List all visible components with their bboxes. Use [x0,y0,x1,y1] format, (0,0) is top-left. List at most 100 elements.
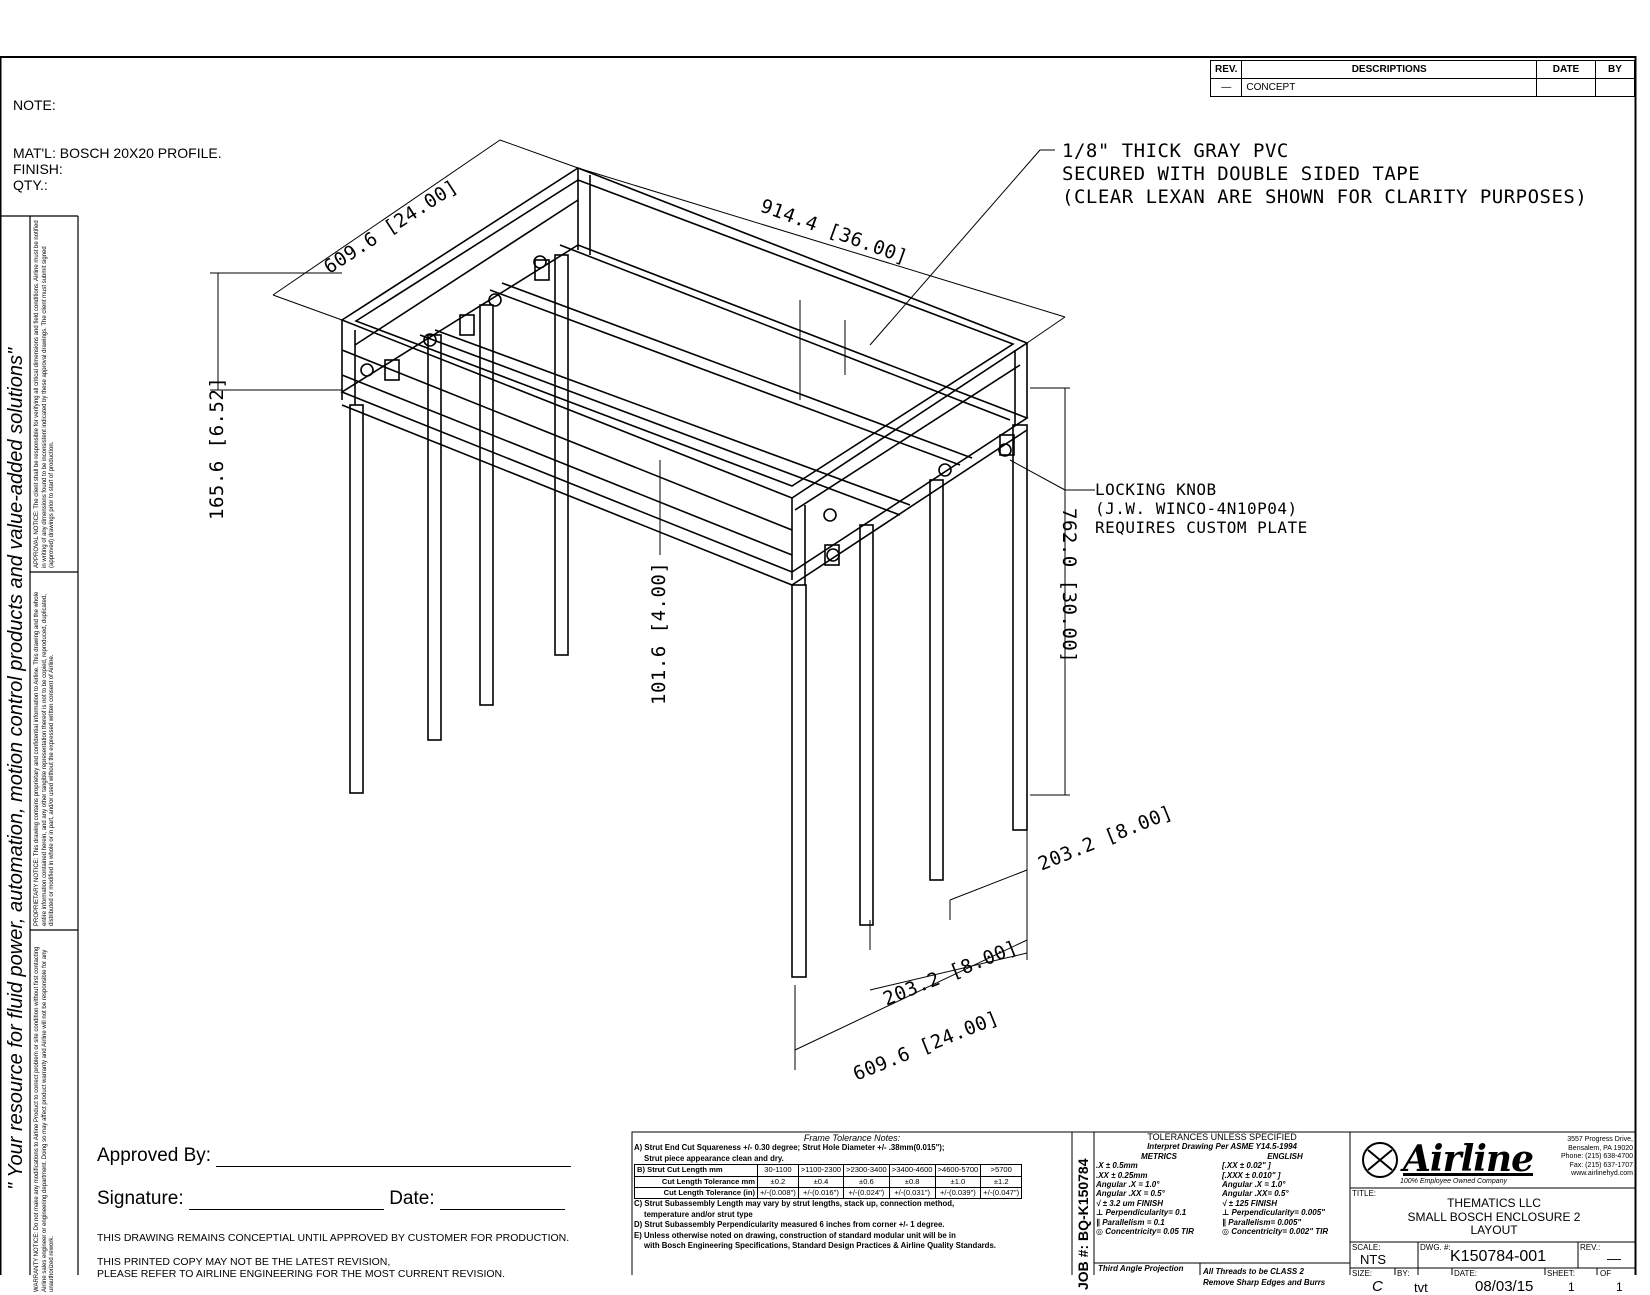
signature-label: Signature: [97,1188,184,1209]
tolerance-in-cell: +/-(0.047") [980,1187,1023,1200]
note-label: NOTE: [13,97,56,113]
company-logo: Airline [1403,1138,1534,1180]
dwg-label: DWG. #: [1420,1243,1451,1252]
knob-callout-line-2: (J.W. WINCO-4N10P04) [1095,499,1298,518]
tolerance-in-row: Cut Length Tolerance (in) +/-(0.008") +/… [634,1187,1023,1200]
signature-field[interactable] [188,1191,384,1210]
scale-label: SCALE: [1352,1243,1381,1252]
metric-row: .X ± 0.5mm [1096,1161,1138,1171]
tolerance-mm-cell: ±0.4 [797,1175,845,1189]
size-label: SIZE: [1352,1269,1373,1278]
strut-col: 30-1100 [757,1164,799,1177]
strut-col: >1100-2300 [797,1164,845,1177]
metric-row: √ ± 3.2 um FINISH [1096,1198,1164,1208]
address-line: 3557 Progress Drive, [1567,1136,1633,1143]
tolerance-mm-label: Cut Length Tolerance mm [634,1175,758,1189]
frame-tolerance-title: Frame Tolerance Notes: [803,1133,901,1143]
english-row: √ ± 125 FINISH [1222,1198,1278,1208]
by-label: BY: [1397,1269,1410,1278]
drawing-title: THEMATICS LLC SMALL BOSCH ENCLOSURE 2 LA… [1352,1196,1636,1238]
address-line: Bensalem, PA 19020 [1568,1144,1633,1152]
address-line: Fax: (215) 637-1707 [1569,1161,1633,1169]
pvc-callout: 1/8" THICK GRAY PVC SECURED WITH DOUBLE … [1062,140,1587,209]
size-value: C [1372,1278,1383,1295]
english-column: ENGLISH [.XX ± 0.02" ] [.XXX ± 0.010" ] … [1222,1152,1348,1237]
frame-tolerance-c2: temperature and/or strut type [644,1209,753,1219]
revision-notice-2: PLEASE REFER TO AIRLINE ENGINEERING FOR … [97,1268,506,1280]
threads-note-1: All Threads to be CLASS 2 [1203,1267,1304,1276]
scale-value: NTS [1360,1252,1386,1267]
tolerance-in-label: Cut Length Tolerance (in) [634,1187,758,1200]
tolerance-mm-cell: ±1.0 [934,1175,982,1189]
strut-tolerance-table: B) Strut Cut Length mm 30-1100 >1100-230… [634,1164,1023,1200]
english-row: Angular .X = 1.0° [1222,1180,1286,1190]
strut-length-row: B) Strut Cut Length mm 30-1100 >1100-230… [634,1164,1023,1177]
title-line-1: THEMATICS LLC [1447,1196,1541,1210]
metric-row: Angular .XX = 0.5° [1096,1189,1165,1199]
sheet-label: SHEET: [1547,1269,1576,1278]
frame-tolerance-a: A) Strut End Cut Squareness +/- 0.30 deg… [634,1143,945,1153]
strut-length-label: B) Strut Cut Length mm [634,1164,758,1177]
date-cell [1536,78,1596,97]
dimension-lines [210,139,1095,1070]
metric-row: ⊥ Perpendicularity= 0.1 [1096,1208,1187,1218]
sheet-border [0,56,1637,1275]
sidebar-frame [0,215,79,1275]
english-header: ENGLISH [1267,1151,1303,1161]
title-line-2: SMALL BOSCH ENCLOSURE 2 [1407,1209,1581,1224]
dimension-inner-height: 101.6 [4.00] [648,561,670,705]
tolerance-mm-cell: ±1.2 [980,1175,1023,1189]
pvc-callout-line-2: SECURED WITH DOUBLE SIDED TAPE [1062,163,1421,185]
frame-tolerance-d: D) Strut Subassembly Perpendicularity me… [634,1220,945,1230]
metric-row: .XX ± 0.25mm [1096,1170,1148,1180]
date-field[interactable] [439,1191,565,1210]
metric-row: ◎ Concentricity= 0.05 TIR [1096,1227,1194,1237]
signature-row: Signature: Date: [97,1188,565,1210]
address-line: Phone: (215) 638-4700 [1561,1153,1633,1161]
material-note: MAT'L: BOSCH 20X20 PROFILE. [13,145,222,161]
frame-tolerance-e: E) Unless otherwise noted on drawing, co… [634,1230,956,1240]
tolerance-mm-row: Cut Length Tolerance mm ±0.2 ±0.4 ±0.6 ±… [634,1175,1023,1189]
english-row: Angular .XX= 0.5° [1222,1189,1289,1199]
by-header: BY [1595,60,1635,79]
of-label: OF [1600,1269,1612,1278]
rev-value: — [1607,1250,1621,1266]
english-row: ⊥ Perpendicularity= 0.005" [1222,1208,1325,1218]
approved-by-field[interactable] [216,1148,572,1167]
strut-col: >4600-5700 [934,1164,982,1177]
enclosure-frame [340,167,1029,978]
date-header: DATE [1536,60,1596,79]
frame-tolerance-a2: Strut piece appearance clean and dry. [644,1153,784,1163]
approved-by-row: Approved By: [97,1145,572,1167]
tolerance-mm-cell: ±0.2 [757,1175,799,1189]
tolerance-in-cell: +/-(0.039") [934,1187,982,1200]
finish-note: FINISH: [13,161,63,177]
english-row: ∥ Parallelism= 0.005" [1222,1217,1302,1227]
revision-row: — CONCEPT [1209,78,1635,97]
airline-logo-mark [1362,1142,1398,1178]
dwg-number: K150784-001 [1450,1248,1547,1265]
metric-row: Angular .X = 1.0° [1096,1180,1160,1190]
metrics-header: METRICS [1141,1151,1177,1161]
company-address: 3557 Progress Drive, Bensalem, PA 19020 … [1545,1136,1633,1179]
english-row: [.XX ± 0.02" ] [1222,1161,1271,1171]
warranty-notice: WARRANTY NOTICE: Do not make any modific… [34,946,55,1292]
sheet-value: 1 [1568,1280,1575,1294]
threads-note-2: Remove Sharp Edges and Burrs [1203,1278,1326,1287]
tolerances-columns: METRICS .X ± 0.5mm .XX ± 0.25mm Angular … [1096,1152,1348,1237]
description-cell: CONCEPT [1241,78,1537,97]
by-cell [1595,78,1635,97]
pvc-callout-line-1: 1/8" THICK GRAY PVC [1062,140,1289,162]
tolerance-in-cell: +/-(0.031") [888,1187,936,1200]
tolerance-in-cell: +/-(0.016") [797,1187,845,1200]
english-row: [.XXX ± 0.010" ] [1222,1170,1281,1180]
metrics-column: METRICS .X ± 0.5mm .XX ± 0.25mm Angular … [1096,1152,1222,1237]
dimension-top-height: 165.6 [6.52] [206,376,228,520]
rev-cell: — [1209,78,1243,97]
tolerance-mm-cell: ±0.8 [888,1175,936,1189]
date-value: 08/03/15 [1475,1278,1534,1295]
company-tagline: 100% Employee Owned Company [1400,1178,1508,1185]
threads-note: All Threads to be CLASS 2 Remove Sharp E… [1203,1266,1325,1288]
knob-callout-line-3: REQUIRES CUSTOM PLATE [1095,518,1308,537]
